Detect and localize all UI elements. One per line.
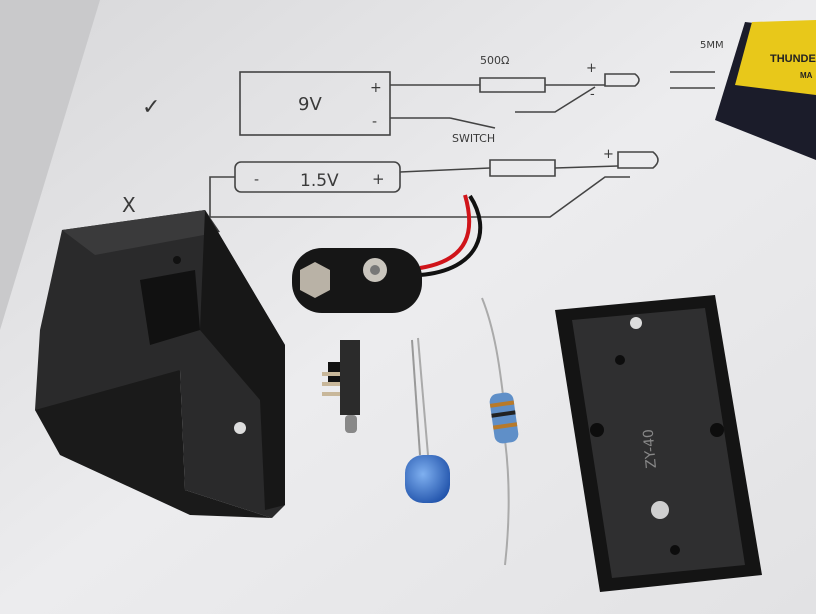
sketch-resistor-1 — [479, 77, 546, 93]
sketch-resistor-2 — [489, 159, 556, 177]
sketch-switch — [449, 117, 496, 129]
battery-9v: THUNDER MA — [715, 20, 816, 160]
sketch-led-1 — [604, 73, 640, 87]
sketch-9v-battery — [239, 71, 391, 136]
battery-snap-clip — [292, 194, 483, 313]
resistor — [481, 297, 519, 566]
slide-switch — [322, 340, 360, 433]
sketch-switch-label: SWITCH — [452, 132, 495, 145]
sketch-9v-label: 9V — [298, 94, 322, 115]
blue-led — [405, 337, 450, 503]
battery-sub: MA — [800, 71, 813, 80]
sketch-aa-plus: + — [372, 170, 385, 188]
sketch-plus: + — [370, 80, 382, 96]
lid-marking: ZY-40 — [641, 428, 660, 469]
sketch-aa-label: 1.5V — [300, 171, 339, 191]
sketch-minus: - — [372, 114, 377, 130]
sketch-check-mark: ✓ — [142, 95, 160, 120]
sketch-led2-plus: + — [603, 147, 614, 162]
sketch-led-2 — [617, 151, 659, 169]
enclosure-lid: ZY-40 — [555, 295, 762, 592]
sketch-led-plus: + — [586, 61, 597, 76]
battery-brand: THUNDER — [770, 53, 816, 65]
sketch-resistor-label: 500Ω — [480, 54, 509, 67]
enclosure-box — [35, 210, 285, 518]
sketch-aa-minus: - — [254, 172, 259, 188]
sketch-led-size-label: 5MM — [700, 40, 724, 51]
circuit-sketch — [209, 71, 715, 218]
sketch-led-minus: - — [590, 87, 595, 102]
sketch-cross-mark: X — [122, 193, 136, 217]
